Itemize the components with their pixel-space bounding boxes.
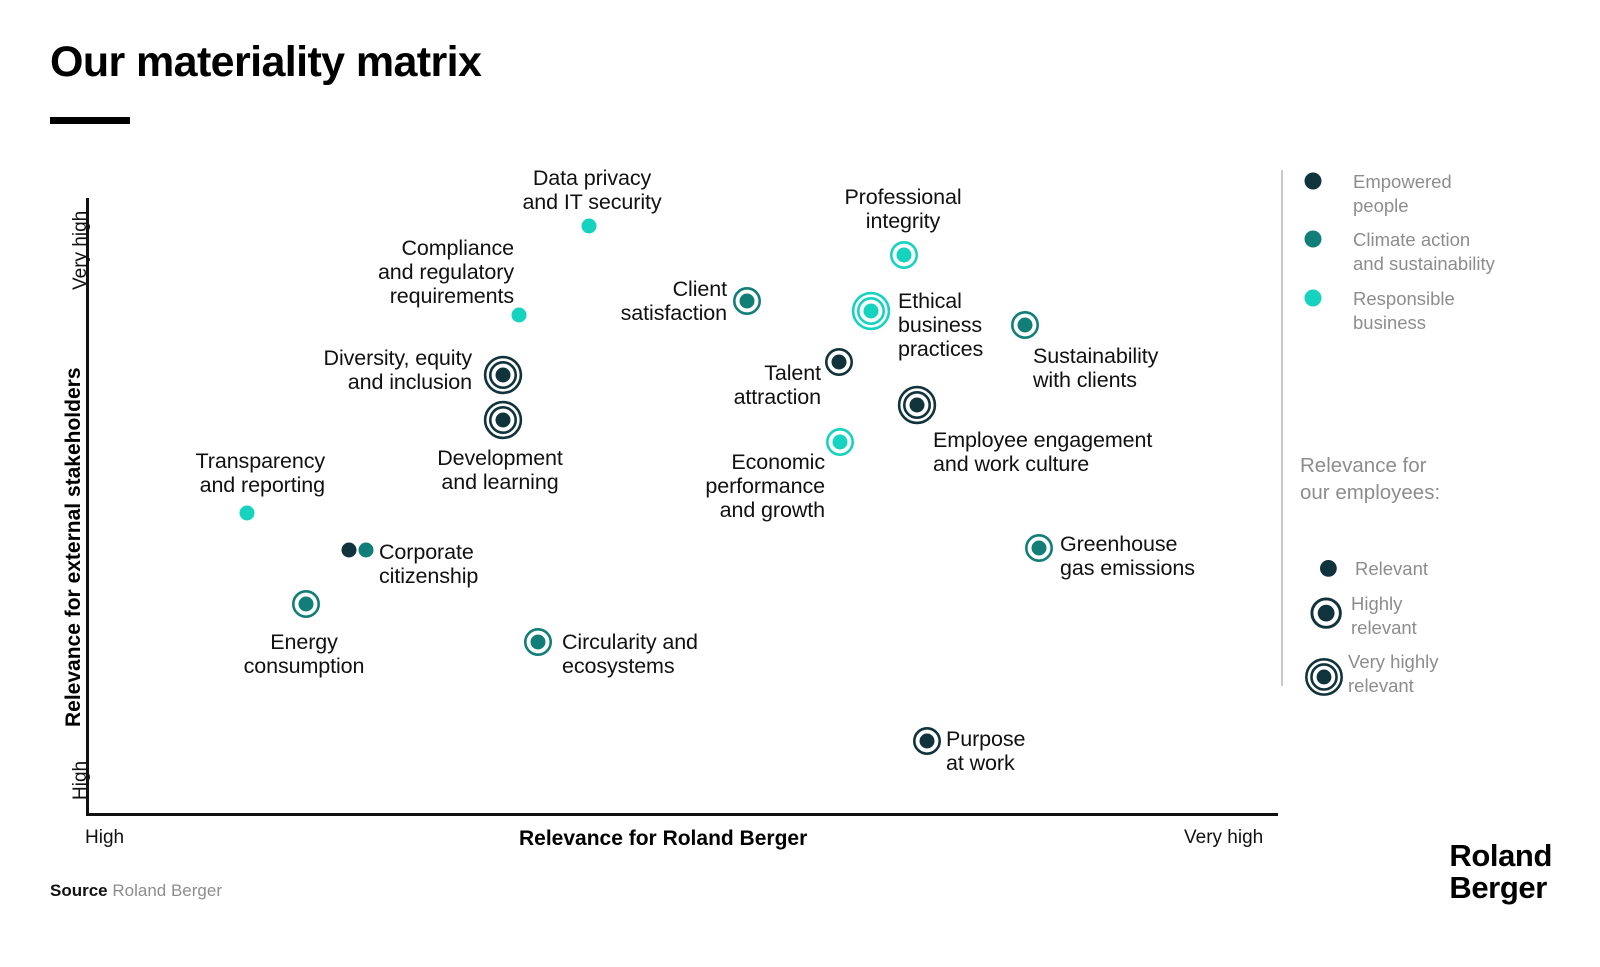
data-point-marker[interactable] — [730, 284, 765, 319]
data-point-marker[interactable] — [849, 288, 894, 333]
legend-swatch-dot-icon — [1300, 287, 1326, 307]
data-point-marker[interactable] — [579, 216, 598, 235]
data-point-label: Development and learning — [437, 446, 563, 495]
data-point-marker[interactable] — [481, 352, 526, 397]
legend-category-label: Responsible business — [1353, 288, 1455, 333]
legend-relevance-label: Relevant — [1355, 558, 1429, 579]
data-point-label: Energy consumption — [243, 630, 365, 679]
x-axis-min-label: High — [85, 827, 125, 848]
data-point-marker[interactable] — [339, 541, 358, 560]
data-point-marker[interactable] — [521, 624, 556, 659]
y-axis-title: Relevance for external stakeholders — [62, 367, 85, 727]
source-label: Source — [50, 881, 108, 900]
legend-relevance-heading: Relevance for our employees: — [1300, 454, 1441, 504]
data-point-marker[interactable] — [509, 306, 528, 325]
legend-ring-2-icon — [1302, 650, 1346, 702]
data-point-label: Economic performance and growth — [705, 450, 825, 523]
data-point-marker[interactable] — [288, 587, 323, 622]
data-point-marker[interactable] — [1022, 531, 1057, 566]
roland-berger-logo: Roland Berger — [1449, 840, 1552, 903]
source-value: Roland Berger — [112, 881, 222, 900]
data-point-marker[interactable] — [910, 724, 945, 759]
data-point-label: Data privacy and IT security — [522, 166, 662, 215]
data-point-label: Sustainability with clients — [1033, 344, 1159, 393]
legend-relevance-label: Highly relevant — [1351, 593, 1417, 638]
legend-divider — [1281, 170, 1283, 686]
legend-category-empowered-people[interactable]: Empowered people — [1300, 170, 1452, 217]
source-note: Source Roland Berger — [50, 881, 222, 901]
title-underline-rule — [50, 117, 130, 124]
legend-relevance-highly-relevant[interactable]: Highly relevant — [1306, 592, 1417, 639]
data-point-marker[interactable] — [238, 504, 257, 523]
data-point-label: Employee engagement and work culture — [933, 428, 1153, 477]
x-axis-title: Relevance for Roland Berger — [519, 827, 808, 850]
data-point-label: Talent attraction — [733, 361, 822, 410]
logo-line-1: Roland — [1449, 838, 1552, 873]
legend-category-responsible-business[interactable]: Responsible business — [1300, 287, 1455, 334]
legend-category-label: Climate action and sustainability — [1353, 229, 1495, 274]
data-point-label: Compliance and regulatory requirements — [377, 236, 514, 309]
y-axis-line — [86, 198, 89, 816]
x-axis-line — [86, 813, 1278, 816]
data-point-marker[interactable] — [481, 397, 526, 442]
page-title: Our materiality matrix — [50, 38, 482, 86]
legend-ring-0-icon — [1310, 556, 1346, 579]
data-point-label: Client satisfaction — [620, 277, 727, 326]
data-point-label: Purpose at work — [946, 727, 1026, 776]
legend-swatch-dot-icon — [1300, 170, 1326, 190]
legend-ring-1-icon — [1306, 592, 1346, 632]
legend-relevance-label: Very highly relevant — [1348, 651, 1439, 696]
data-point-marker[interactable] — [887, 237, 922, 272]
legend-relevance-relevant[interactable]: Relevant — [1310, 556, 1428, 581]
legend-swatch-dot-icon — [1300, 228, 1326, 248]
legend-category-label: Empowered people — [1353, 171, 1452, 216]
data-point-label: Diversity, equity and inclusion — [323, 346, 473, 395]
data-point-marker[interactable] — [823, 425, 858, 460]
legend-relevance-very-highly-relevant[interactable]: Very highly relevant — [1302, 650, 1439, 702]
data-point-marker[interactable] — [357, 541, 376, 560]
data-point-marker[interactable] — [895, 382, 940, 427]
logo-line-2: Berger — [1449, 869, 1547, 905]
data-point-label: Ethical business practices — [898, 289, 984, 362]
data-point-label: Professional integrity — [844, 185, 962, 234]
legend-category-climate-action[interactable]: Climate action and sustainability — [1300, 228, 1495, 275]
data-point-label: Corporate citizenship — [379, 540, 479, 589]
data-point-marker[interactable] — [822, 345, 857, 380]
data-point-marker[interactable] — [1007, 308, 1042, 343]
data-point-label: Greenhouse gas emissions — [1060, 532, 1195, 581]
data-point-label: Transparency and reporting — [195, 449, 326, 498]
data-point-label: Circularity and ecosystems — [562, 630, 698, 679]
x-axis-max-label: Very high — [1184, 827, 1264, 848]
